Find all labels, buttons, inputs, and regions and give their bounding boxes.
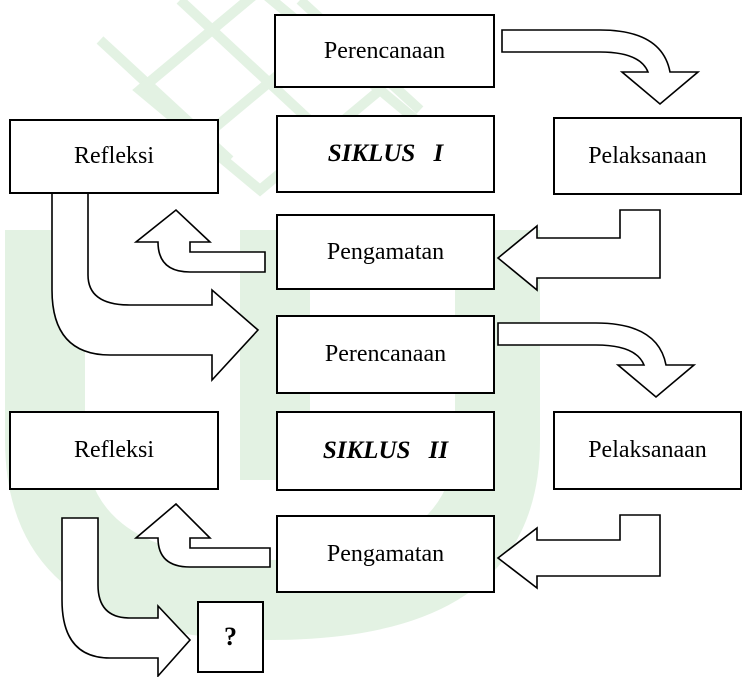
arrow-observe-to-reflect-2: [133, 502, 271, 568]
cycle2-planning-box: Perencanaan: [276, 315, 495, 394]
cycle2-observing-box: Pengamatan: [276, 515, 495, 593]
cycle1-observing-box: Pengamatan: [276, 214, 495, 290]
cycle2-title-box: SIKLUS II: [276, 411, 495, 491]
cycle1-planning-box: Perencanaan: [274, 14, 495, 88]
cycle1-title-box: SIKLUS I: [276, 115, 495, 193]
arrow-reflect1-to-plan2: [51, 187, 260, 383]
arrow-act-to-observe-2: [496, 514, 661, 590]
arrow-act-to-observe-1: [496, 209, 661, 292]
arrow-reflect2-to-next: [61, 517, 192, 677]
arrow-observe-to-reflect-1: [133, 208, 266, 273]
cycle2-reflecting-box: Refleksi: [9, 411, 219, 490]
arrow-plan-to-act-1: [501, 29, 701, 106]
cycle2-acting-box: Pelaksanaan: [553, 411, 742, 490]
cycle1-acting-box: Pelaksanaan: [553, 117, 742, 195]
arrow-plan-to-act-2: [497, 322, 697, 399]
cycle1-reflecting-box: Refleksi: [9, 119, 219, 194]
next-step-box: ?: [197, 601, 264, 673]
